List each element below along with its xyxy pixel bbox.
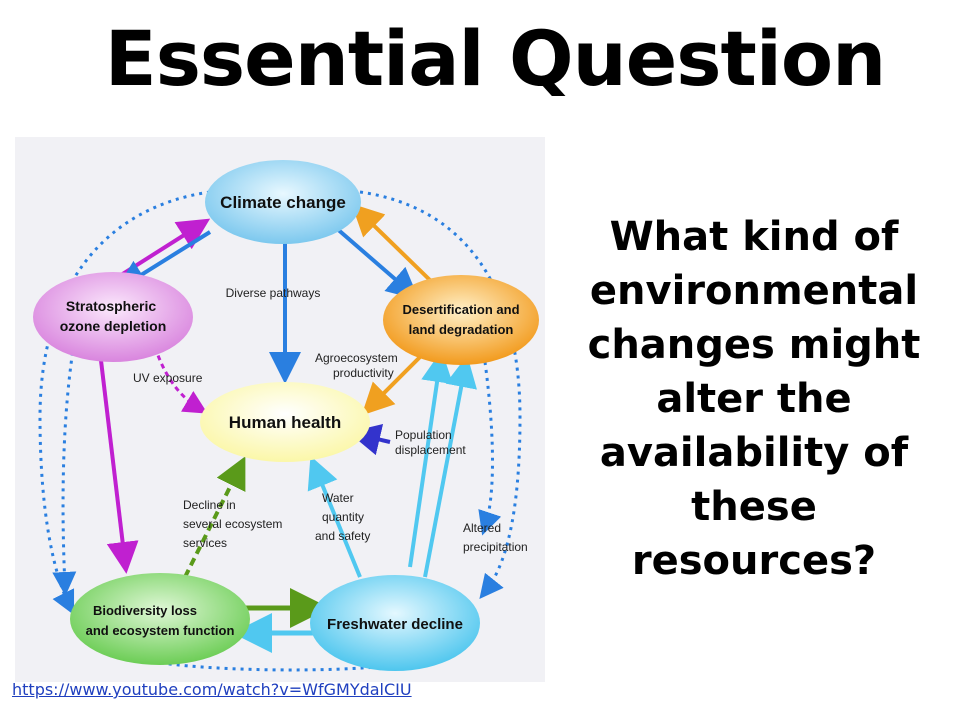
node-human-health: Human health: [200, 382, 370, 462]
question-line: availability of: [599, 430, 909, 476]
diagram-svg: Climate change Stratospheric ozone deple…: [33, 160, 539, 672]
label-agro-2: productivity: [333, 366, 394, 380]
node-fresh-label: Freshwater decline: [327, 616, 463, 633]
dotted-loop-left-outer: [38, 190, 211, 616]
node-desertification: Desertification and land degradation: [383, 275, 539, 365]
node-bio-label-1: Biodiversity loss: [93, 603, 197, 618]
node-bio-label-2: and ecosystem function: [86, 623, 235, 638]
arrow-ozone-to-bio: [98, 351, 139, 574]
label-agro-1: Agroecosystem: [315, 351, 398, 365]
question-line: changes might: [587, 322, 921, 368]
essential-question-text: What kind of environmental changes might…: [548, 210, 960, 588]
environmental-change-diagram: Climate change Stratospheric ozone deple…: [15, 137, 545, 682]
node-biodiversity-loss: Biodiversity loss and ecosystem function: [70, 573, 250, 665]
question-line: resources?: [631, 538, 877, 584]
dotted-loop-right-lower: [478, 361, 502, 536]
label-decline-1: Decline in: [183, 498, 236, 512]
arrow-fresh-to-health: [307, 455, 362, 578]
dotted-loop-left-inner: [52, 336, 77, 596]
page-title: Essential Question: [104, 14, 886, 103]
arrow-desert-to-fresh-1: [408, 350, 453, 568]
label-water-1: Water: [322, 491, 354, 505]
arrow-desert-to-climate: [351, 203, 437, 287]
arrow-bio-to-health: [183, 456, 246, 578]
label-decline-2: several ecosystem: [183, 517, 282, 531]
label-uv-exposure: UV exposure: [133, 371, 203, 385]
label-water-3: and safety: [315, 529, 370, 543]
arrow-climate-to-desert: [333, 225, 420, 300]
node-health-label: Human health: [229, 413, 341, 432]
node-climate-label: Climate change: [220, 193, 346, 212]
arrow-desert-to-fresh-2: [423, 355, 477, 578]
node-desert-label-2: land degradation: [409, 322, 514, 337]
dotted-loop-right-outer: [359, 190, 522, 600]
question-line: alter the: [656, 376, 852, 422]
label-decline-3: services: [183, 536, 227, 550]
node-ozone-depletion: Stratospheric ozone depletion: [33, 272, 193, 362]
label-water-2: quantity: [322, 510, 364, 524]
node-climate-change: Climate change: [205, 160, 361, 244]
node-freshwater-decline: Freshwater decline: [310, 575, 480, 671]
node-desert-label-1: Desertification and: [402, 302, 519, 317]
label-pop-1: Population: [395, 428, 452, 442]
label-diverse-pathways: Diverse pathways: [226, 286, 321, 300]
node-ozone-label-2: ozone depletion: [60, 318, 167, 334]
label-altered-1: Altered: [463, 521, 501, 535]
label-altered-2: precipitation: [463, 540, 528, 554]
label-pop-2: displacement: [395, 443, 466, 457]
video-source-link[interactable]: https://www.youtube.com/watch?v=WfGMYdal…: [12, 680, 412, 699]
arrow-population-to-health: [348, 423, 391, 456]
node-ozone-label-1: Stratospheric: [66, 298, 156, 314]
question-line: environmental: [589, 268, 919, 314]
question-line: these: [691, 484, 817, 530]
question-line: What kind of: [609, 214, 899, 260]
